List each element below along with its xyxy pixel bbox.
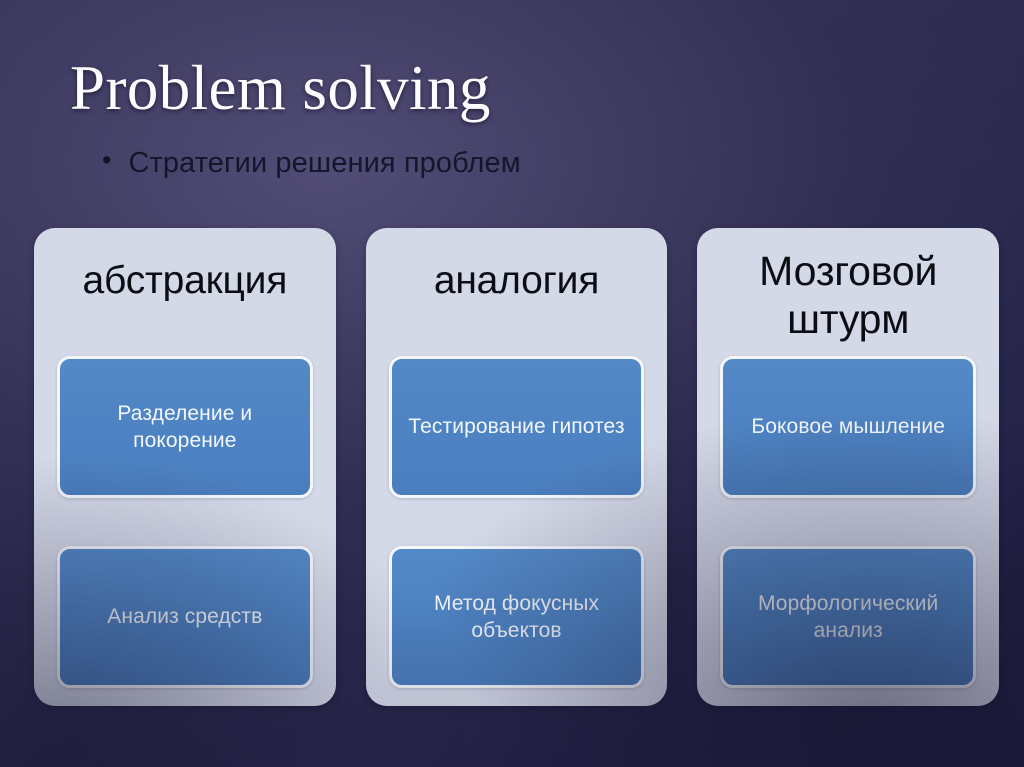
strategy-item-label: Боковое мышление <box>751 415 945 439</box>
strategy-card-analogy: аналогия Тестирование гипотез Метод фоку… <box>365 228 668 706</box>
subtitle-bullet-row: • Стратегии решения проблем <box>102 145 521 180</box>
bullet-dot-icon: • <box>102 145 112 175</box>
subtitle-text: Стратегии решения проблем <box>128 147 521 179</box>
strategy-item-label: Метод фокусных объектов <box>433 591 600 642</box>
strategy-item-box: Тестирование гипотез <box>388 356 645 498</box>
strategy-card-group: абстракция Разделение и покорение Анализ… <box>34 228 1000 706</box>
strategy-item-label: Разделение и покорение <box>117 401 253 452</box>
strategy-card-brainstorming: Мозговой штурм Боковое мышление Морфолог… <box>697 228 1000 706</box>
strategy-card-title: абстракция <box>82 259 288 302</box>
strategy-item-label: Морфологический анализ <box>757 591 939 642</box>
strategy-item-box: Боковое мышление <box>720 356 977 498</box>
strategy-item-box: Анализ средств <box>57 546 313 688</box>
strategy-item-list: Разделение и покорение Анализ средств <box>54 356 316 706</box>
strategy-item-box: Морфологический анализ <box>720 546 977 688</box>
strategy-item-list: Тестирование гипотез Метод фокусных объе… <box>386 356 648 706</box>
strategy-item-box: Разделение и покорение <box>57 356 313 498</box>
page-title: Problem solving <box>70 53 491 123</box>
strategy-item-label: Анализ средств <box>107 605 263 629</box>
strategy-item-list: Боковое мышление Морфологический анализ <box>717 356 979 706</box>
strategy-card-title: Мозговой штурм <box>759 248 938 342</box>
strategy-card-abstraction: абстракция Разделение и покорение Анализ… <box>34 228 336 706</box>
strategy-item-box: Метод фокусных объектов <box>388 546 645 688</box>
strategy-item-label: Тестирование гипотез <box>408 415 625 439</box>
strategy-card-title: аналогия <box>433 259 600 302</box>
